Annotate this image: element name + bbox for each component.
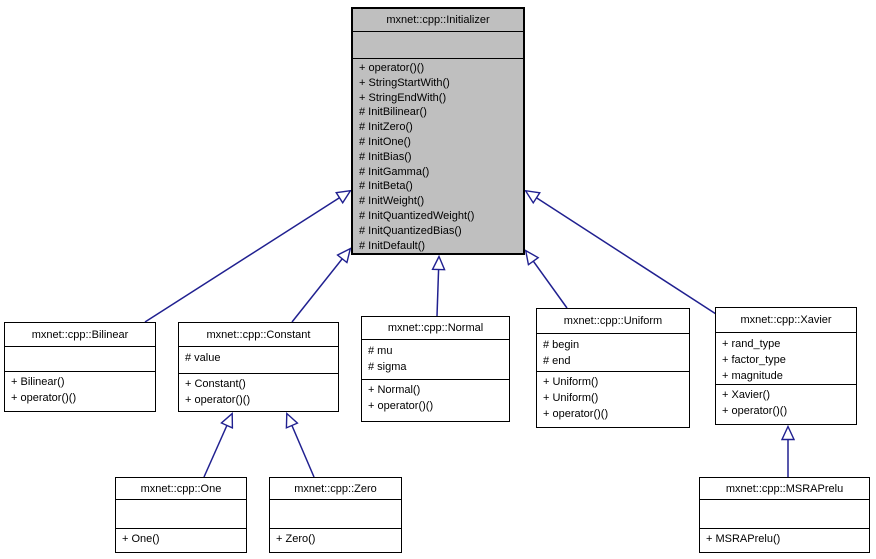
method-row: + Constant() [185, 378, 246, 390]
attribute-row: # mu [368, 345, 393, 357]
inheritance-arrow-constant [291, 249, 350, 323]
class-box-normal[interactable]: mxnet::cpp::Normal # mu # sigma + Normal… [361, 316, 510, 422]
method-row: + StringStartWith() [359, 76, 450, 89]
method-row: + operator()() [543, 408, 609, 420]
class-attributes [270, 500, 401, 529]
method-row: + operator()() [11, 392, 77, 404]
method-row: + Uniform() [543, 376, 599, 388]
attribute-row: + rand_type [722, 338, 781, 350]
class-methods: + Normal() + operator()() [362, 380, 509, 421]
class-attributes: # begin # end [537, 334, 689, 372]
class-name: mxnet::cpp::Initializer [353, 9, 523, 32]
class-methods: + Uniform() + Uniform() + operator()() [537, 372, 689, 427]
class-name[interactable]: mxnet::cpp::MSRAPrelu [700, 478, 869, 500]
inheritance-arrow-normal [437, 257, 439, 317]
class-name[interactable]: mxnet::cpp::Uniform [537, 309, 689, 334]
attribute-row: # begin [543, 339, 580, 351]
class-attributes [700, 500, 869, 529]
method-row: # InitOne() [359, 135, 411, 148]
method-row: + Bilinear() [11, 376, 65, 388]
class-methods: + Xavier() + operator()() [716, 385, 856, 424]
class-box-one[interactable]: mxnet::cpp::One + One() [115, 477, 247, 553]
method-row: # InitBeta() [359, 180, 413, 193]
class-attributes: # value [179, 347, 338, 374]
method-row: + operator()() [368, 400, 434, 412]
method-row: + Normal() [368, 384, 421, 396]
attribute-row: # value [185, 352, 221, 364]
method-row: # InitZero() [359, 121, 413, 134]
class-attributes: + rand_type + factor_type + magnitude [716, 333, 856, 385]
inheritance-arrow-zero [287, 414, 315, 478]
class-attributes [5, 347, 155, 372]
class-name[interactable]: mxnet::cpp::Zero [270, 478, 401, 500]
method-row: + Zero() [276, 533, 316, 545]
class-methods: + operator()() + StringStartWith() + Str… [353, 59, 523, 253]
attribute-row: + magnitude [722, 370, 783, 382]
inheritance-arrow-one [203, 414, 232, 478]
class-name[interactable]: mxnet::cpp::Constant [179, 323, 338, 347]
method-row: + Xavier() [722, 389, 770, 401]
class-methods: + Zero() [270, 529, 401, 552]
attribute-row: + factor_type [722, 354, 786, 366]
class-name[interactable]: mxnet::cpp::Bilinear [5, 323, 155, 347]
attribute-row: # end [543, 355, 571, 367]
class-box-constant[interactable]: mxnet::cpp::Constant # value + Constant(… [178, 322, 339, 412]
method-row: + operator()() [722, 405, 788, 417]
method-row: # InitQuantizedWeight() [359, 209, 475, 222]
class-name[interactable]: mxnet::cpp::Xavier [716, 308, 856, 333]
method-row: + operator()() [185, 394, 251, 406]
class-attributes [116, 500, 246, 529]
class-box-msraprelu[interactable]: mxnet::cpp::MSRAPrelu + MSRAPrelu() [699, 477, 870, 553]
class-methods: + One() [116, 529, 246, 552]
class-box-initializer: mxnet::cpp::Initializer + operator()() +… [351, 7, 525, 255]
class-box-uniform[interactable]: mxnet::cpp::Uniform # begin # end + Unif… [536, 308, 690, 428]
method-row: # InitQuantizedBias() [359, 224, 462, 237]
method-row: # InitGamma() [359, 165, 430, 178]
class-methods: + Constant() + operator()() [179, 374, 338, 411]
method-row: + MSRAPrelu() [706, 533, 781, 545]
class-name[interactable]: mxnet::cpp::One [116, 478, 246, 500]
method-row: + One() [122, 533, 160, 545]
class-attributes [353, 32, 523, 59]
class-box-xavier[interactable]: mxnet::cpp::Xavier + rand_type + factor_… [715, 307, 857, 425]
method-row: # InitBias() [359, 150, 412, 163]
class-attributes: # mu # sigma [362, 340, 509, 380]
method-row: # InitBilinear() [359, 106, 427, 119]
inheritance-arrow-xavier [526, 191, 717, 315]
method-row: # InitWeight() [359, 195, 425, 208]
method-row: # InitDefault() [359, 239, 426, 252]
attribute-row: # sigma [368, 361, 407, 373]
class-box-bilinear[interactable]: mxnet::cpp::Bilinear + Bilinear() + oper… [4, 322, 156, 412]
class-name[interactable]: mxnet::cpp::Normal [362, 317, 509, 340]
inheritance-arrow-bilinear [144, 191, 350, 323]
class-methods: + Bilinear() + operator()() [5, 372, 155, 411]
inheritance-arrow-uniform [526, 251, 568, 309]
method-row: + Uniform() [543, 392, 599, 404]
method-row: + StringEndWith() [359, 91, 447, 104]
class-methods: + MSRAPrelu() [700, 529, 869, 552]
method-row: + operator()() [359, 62, 425, 74]
class-box-zero[interactable]: mxnet::cpp::Zero + Zero() [269, 477, 402, 553]
